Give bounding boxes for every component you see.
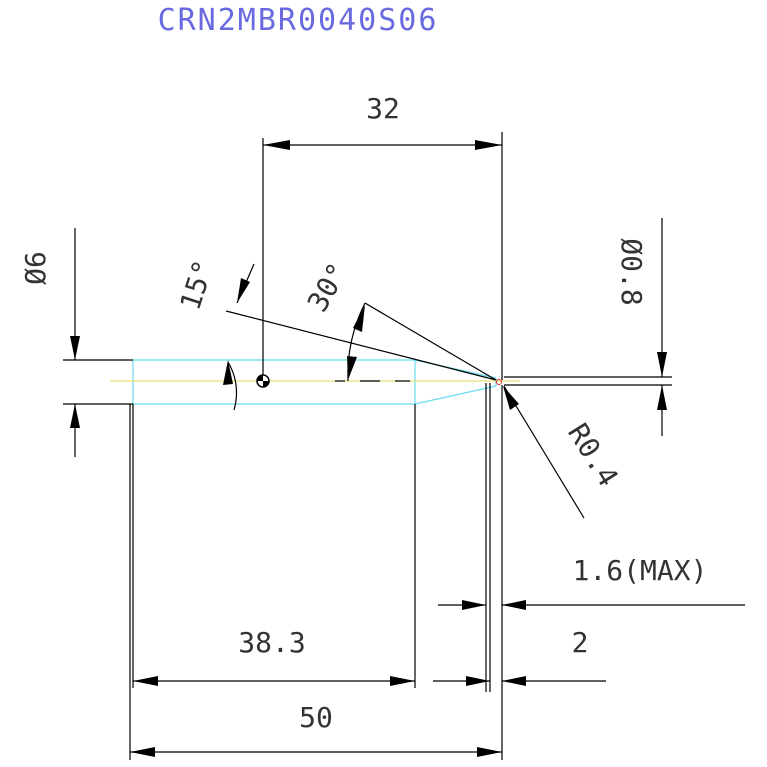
radius-label: R0.4 — [561, 418, 625, 493]
dimension-neck-max — [438, 600, 745, 610]
dimension-2 — [433, 676, 606, 686]
tip-diameter-label: Ø0.8 — [615, 238, 648, 305]
dimension-50-label: 50 — [299, 701, 333, 734]
center-mark-symbol — [256, 374, 270, 388]
dimension-tip-diameter — [504, 218, 672, 436]
dimension-shank-diameter — [63, 228, 133, 457]
drawing-title: CRN2MBR0040S06 — [158, 3, 439, 38]
angle-15-dimension — [223, 263, 497, 411]
shank-diameter-label: Ø6 — [19, 251, 52, 285]
dimension-38-3-label: 38.3 — [238, 626, 305, 659]
dimension-38-3 — [132, 404, 416, 688]
dimension-32-label: 32 — [366, 92, 400, 125]
angle-30-dimension — [347, 302, 497, 382]
neck-max-label: 1.6(MAX) — [573, 554, 708, 587]
angle-15-label: 15° — [173, 256, 220, 314]
neck-reference-lines — [485, 383, 491, 692]
dimension-2-label: 2 — [572, 626, 589, 659]
radius-dimension — [496, 379, 585, 519]
angle-30-label: 30° — [301, 257, 355, 317]
dimension-50 — [129, 385, 503, 760]
dimension-32 — [262, 132, 503, 380]
